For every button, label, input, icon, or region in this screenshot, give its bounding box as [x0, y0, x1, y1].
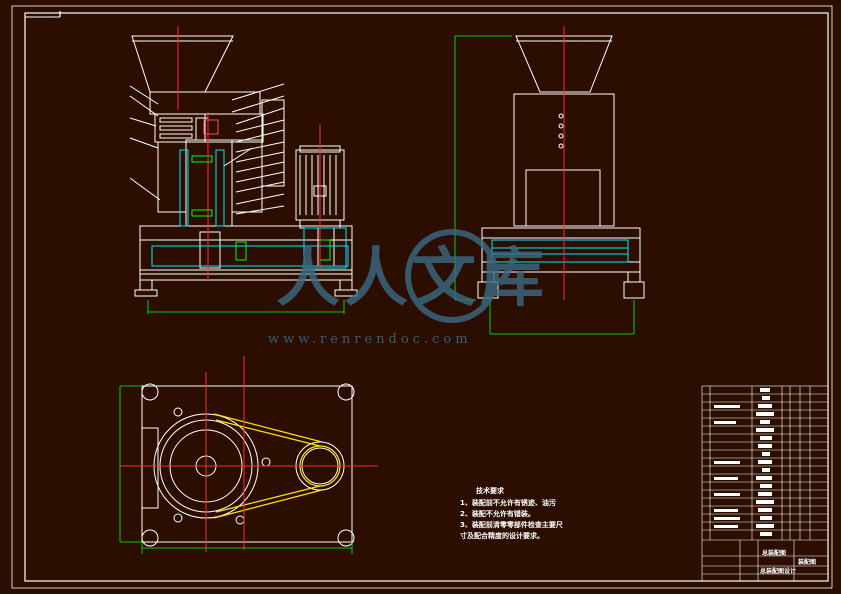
outer-border [11, 5, 833, 589]
watermark-logo: 人人文库 [276, 229, 548, 323]
top-view-centerlines [120, 356, 378, 552]
watermark-chars: 人人文库 [276, 242, 548, 316]
parts-list [701, 385, 829, 582]
requirement-line: 1、装配前不允许有锈迹、油污 [460, 499, 556, 507]
requirement-line: 3、装配前清零零部件检查主要尺 [460, 521, 563, 529]
technical-requirements: 技术要求 1、装配前不允许有锈迹、油污 2、装配不允许有错装。 3、装配前清零零… [460, 486, 580, 542]
front-view-centerlines [177, 26, 321, 280]
title-block-note: 总装配图设计 [760, 568, 797, 575]
requirement-line: 2、装配不允许有错装。 [460, 510, 535, 518]
front-view-dimensions [147, 300, 345, 314]
front-view-internals [151, 119, 349, 269]
watermark-url: www.renrendoc.com [268, 332, 472, 347]
front-view [129, 35, 358, 297]
top-view [141, 383, 355, 547]
drawing-number: 装配图 [798, 559, 817, 566]
side-view-dimensions [454, 35, 635, 335]
inner-border [24, 12, 829, 582]
side-view-internals [491, 239, 629, 263]
drawing-name: 总装配图 [762, 550, 787, 557]
top-view-dimensions [119, 385, 353, 554]
requirement-line: 寸及配合精度的设计要求。 [460, 532, 544, 540]
technical-requirements-title: 技术要求 [476, 487, 504, 495]
parts-list-entries [714, 388, 774, 536]
